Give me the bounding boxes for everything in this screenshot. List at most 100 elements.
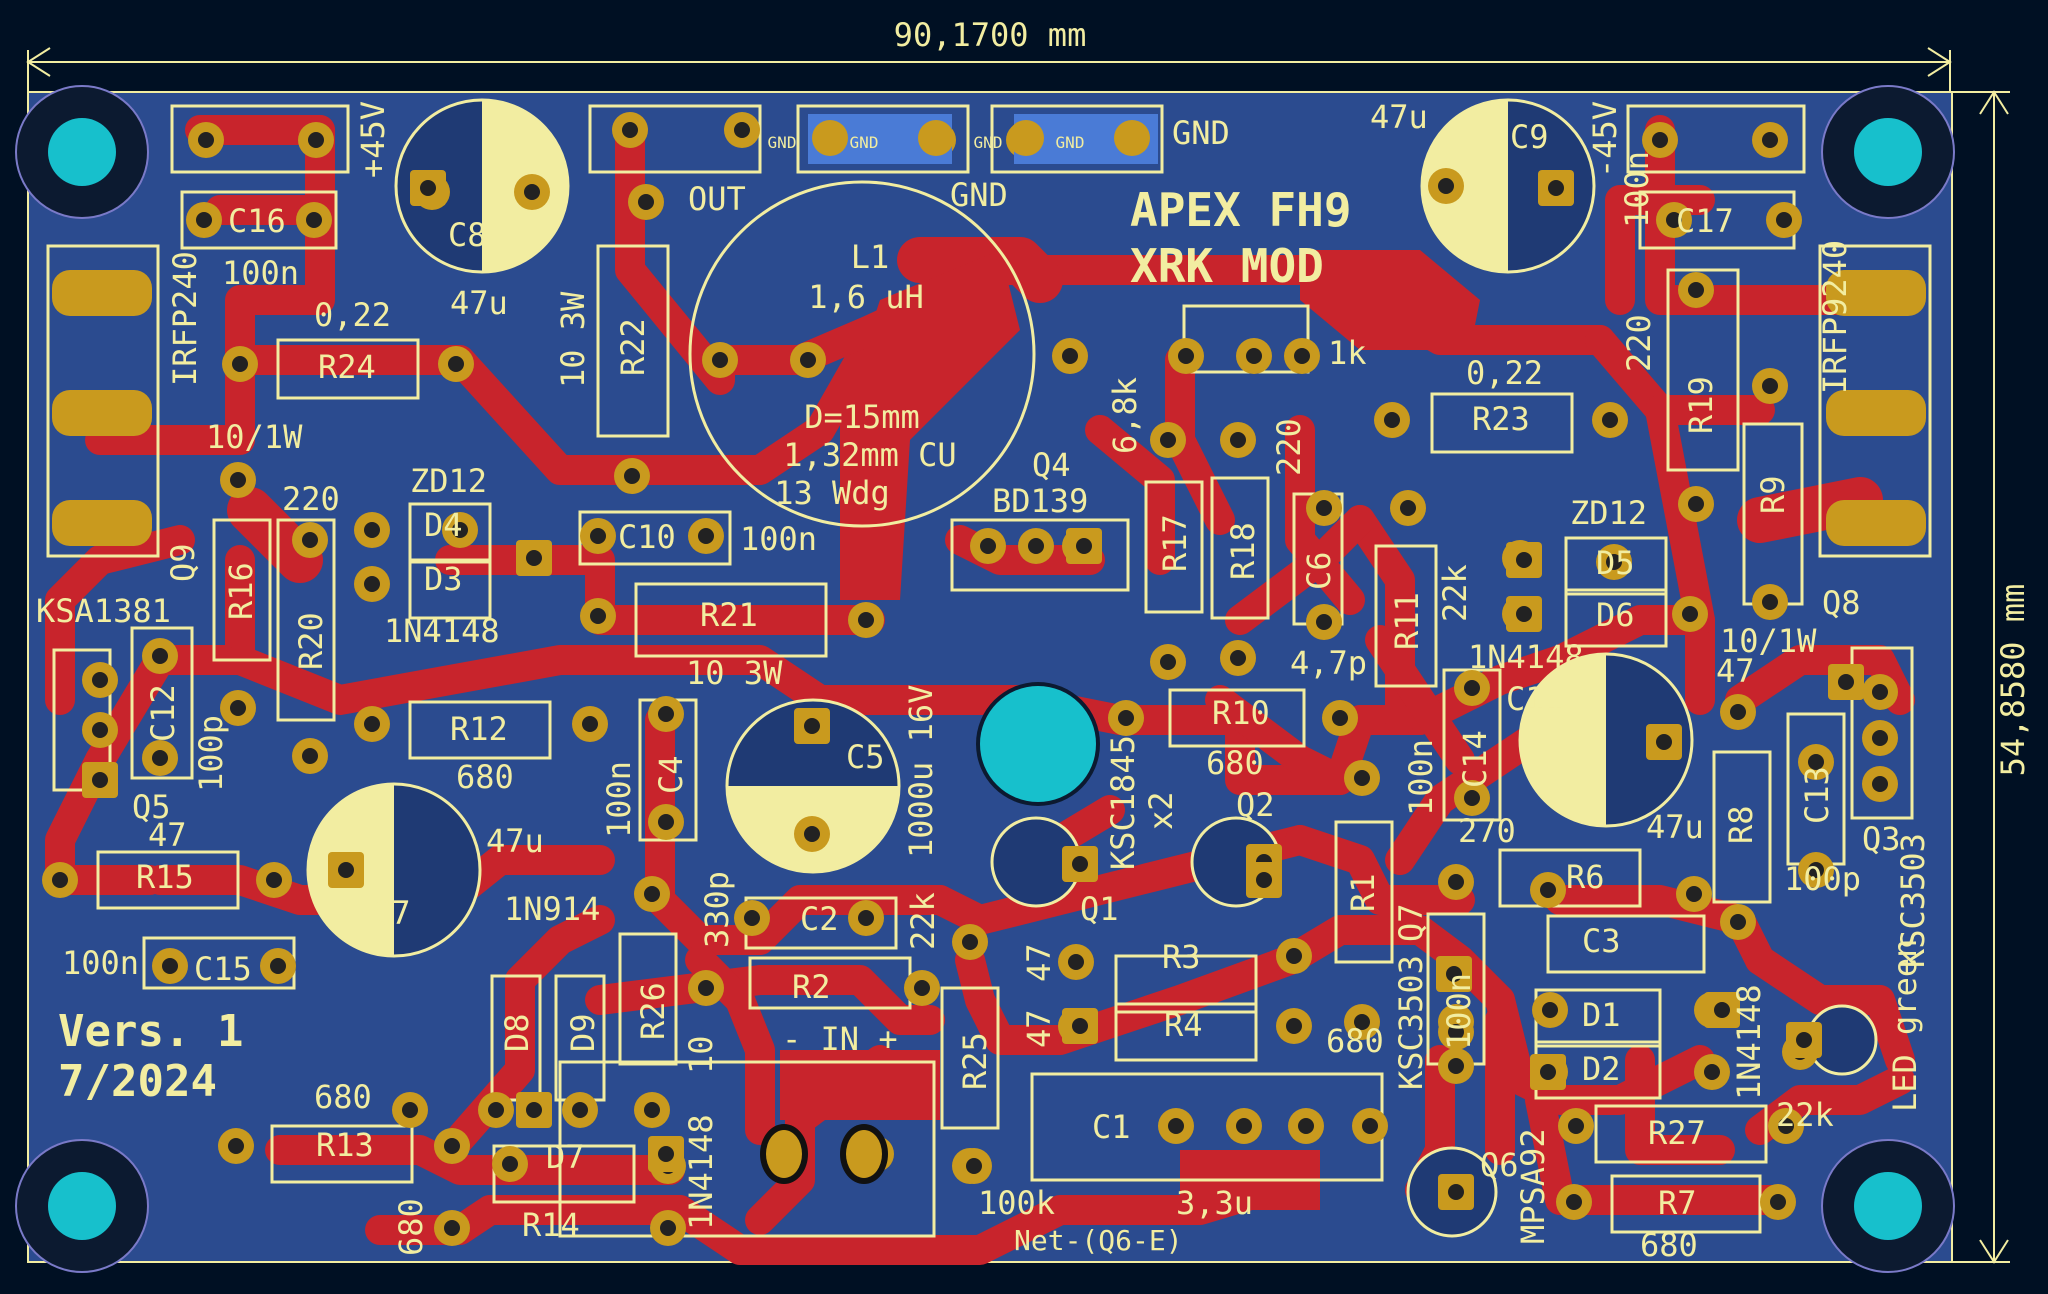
label-irfp240: IRFP240 [166,251,204,386]
label-c5v: 1000u 16V [902,685,940,858]
label-r1: R1 [1344,873,1382,912]
label-r21v: 10 3W [686,654,783,692]
label-c14v: 100n [1402,739,1440,816]
label-c13: C13 [1798,766,1836,824]
l1-value: 1,6 uH [808,278,924,316]
label-r15: R15 [136,858,194,896]
pad-gnd-label: GND [768,133,797,152]
label-r27v: 22k [1776,1096,1834,1134]
label-c5: C5 [846,738,885,776]
label-r12v: 680 [456,758,514,796]
label-c3: C3 [1582,922,1621,960]
l1-ref: L1 [851,238,890,276]
label-q3: Q3 [1862,820,1901,858]
label-d6: D6 [1596,596,1635,634]
label-r22v: 10 3W [554,291,592,388]
label-ksc1845: KSC1845 [1104,735,1142,870]
connector-in-label: - IN + [782,1020,898,1058]
label-r25v: 100k [978,1184,1055,1222]
dimension-width [26,47,1952,92]
label-c13v: 100p [1784,860,1861,898]
label-c6v: 4,7p [1290,644,1367,682]
board-edge [27,91,1953,1263]
pad-gnd-label: GND [850,133,879,152]
label-c12v: 100p [192,715,230,792]
label-r18: R18 [1224,522,1262,580]
label-x2: x2 [1142,791,1180,830]
label-q2: Q2 [1236,786,1275,824]
label-r23v: 0,22 [1466,354,1543,392]
label-r22: R22 [614,318,652,376]
label-d2: D2 [1582,1050,1621,1088]
label-d8: D8 [498,1013,536,1052]
label-d5: D5 [1596,544,1635,582]
label-r16v: 10/1W [206,418,303,456]
width-dimension-label: 90,1700 mm [894,16,1087,54]
label-r14: R14 [522,1206,580,1244]
label-c8v: 47u [450,284,508,322]
label-r11: R11 [1388,592,1426,650]
label-d4: D4 [424,506,463,544]
label-r11v: 22k [1436,564,1474,622]
label-c3v: 100n [1440,973,1478,1050]
pads [42,112,1926,1246]
label-n914: 1N914 [504,890,600,928]
connector-gnd-label: GND [950,176,1008,214]
label-r19v: 220 [1620,314,1658,372]
label-irfp9240: IRFP9240 [1816,240,1854,394]
label-r2: R2 [792,968,831,1006]
label-d3: D3 [424,560,463,598]
label-c11v: 47u [1646,808,1704,846]
label-zd12r: ZD12 [1570,494,1647,532]
label-d1: D1 [1582,996,1621,1034]
label-n4148l: 1N4148 [384,612,500,650]
l1-turns: 13 Wdg [774,474,890,512]
label-q6: Q6 [1480,1146,1519,1184]
label-r10: R10 [1212,694,1270,732]
label-c4: C4 [652,755,690,794]
label-r16: R16 [222,562,260,620]
label-c17: C17 [1676,202,1734,240]
label-d7v: 1N4148 [682,1114,720,1230]
label-c16: C16 [228,202,286,240]
label-r2v: 22k [904,892,942,950]
label-r23: R23 [1472,400,1530,438]
label-c2: C2 [800,900,839,938]
label-r17v: 6,8k [1106,377,1144,454]
label-c6: C6 [1300,551,1338,590]
inductor-l1[interactable]: L1 1,6 uH D=15mm 1,32mm CU 13 Wdg [688,180,1036,528]
label-c11: C11 [1506,680,1564,718]
label-c7: C7 [372,894,411,932]
label-ksc3503r: KSC3503 [1894,833,1932,968]
label-r4: R4 [1164,1006,1203,1044]
label-q5: Q5 [132,788,171,826]
label-r7: R7 [1658,1184,1697,1222]
label-r14v: 680 [392,1198,430,1256]
label-r18v: 220 [1270,418,1308,476]
label-c9v: 47u [1370,98,1428,136]
label-r26v: 10 [682,1035,720,1074]
connector-plus45-label: +45V [354,101,392,178]
label-r3: R3 [1162,938,1201,976]
label-d7: D7 [546,1138,585,1176]
net-label-q6e: Net-(Q6-E) [1014,1224,1183,1257]
board-title-line1: APEX FH9 [1130,183,1352,237]
label-q9: Q9 [164,543,202,582]
label-r19: R19 [1682,376,1720,434]
label-n4148r: 1N4148 [1468,638,1584,676]
label-r9v: 10/1W [1720,622,1817,660]
label-r9: R9 [1754,475,1792,514]
label-c17v: 100n [1618,151,1656,228]
label-c4v: 100n [600,761,638,838]
connector-gnd-right-label: GND [1172,114,1230,152]
label-q4: Q4 [1032,446,1071,484]
label-r6v: 270 [1458,812,1516,850]
label-c9: C9 [1510,118,1549,156]
label-c7v: 47u [486,822,544,860]
label-r6: R6 [1566,858,1605,896]
pad-gnd-label: GND [974,133,1003,152]
label-r24: R24 [318,348,376,386]
mounting-holes [15,85,1955,1273]
